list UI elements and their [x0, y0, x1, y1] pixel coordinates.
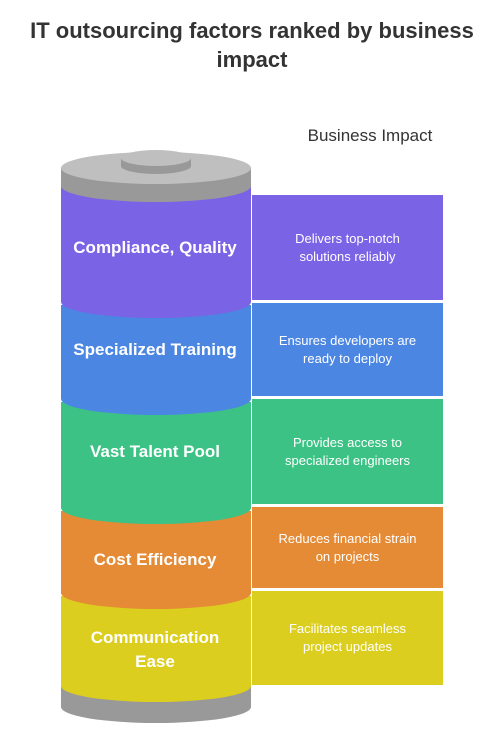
- top-cap-knob-top: [121, 150, 191, 166]
- impact-text-vast-talent-pool: Provides access to specialized engineers: [284, 434, 411, 468]
- impact-text-communication-ease: Facilitates seamless project updates: [288, 621, 407, 654]
- layer-1: [61, 185, 251, 318]
- layer-1-body: [61, 185, 251, 302]
- layer-label-compliance-quality: Compliance, Quality: [73, 238, 237, 257]
- layer-3: [61, 402, 251, 524]
- impact-text-cost-efficiency: Reduces financial strain on projects: [278, 530, 417, 564]
- layer-1-bottom: [61, 286, 251, 318]
- impact-text-compliance-quality: Delivers top-notch solutions reliably: [295, 230, 400, 264]
- impact-box-cost-efficiency: Reduces financial strain on projects: [252, 507, 443, 588]
- layer-3-body: [61, 402, 251, 508]
- impact-box-communication-ease: Facilitates seamless project updates: [252, 591, 443, 685]
- layer-label-specialized-training: Specialized Training: [73, 340, 237, 359]
- business-impact-header: Business Impact: [307, 126, 433, 145]
- layer-label-communication-ease: Communication Ease: [90, 628, 220, 671]
- layer-label-cost-efficiency: Cost Efficiency: [93, 550, 217, 569]
- layer-4: [61, 511, 251, 609]
- layer-4-bottom: [61, 577, 251, 609]
- layer-3-bottom: [61, 492, 251, 524]
- impact-text-specialized-training: Ensures developers are ready to deploy: [278, 332, 417, 366]
- impact-box-compliance-quality: Delivers top-notch solutions reliably: [252, 195, 443, 300]
- diagram-title: IT outsourcing factors ranked by busines…: [30, 18, 474, 72]
- layer-2: [61, 305, 251, 415]
- cylinder-top-cap: [61, 150, 251, 202]
- layer-2-bottom: [61, 383, 251, 415]
- impact-box-vast-talent-pool: Provides access to specialized engineers: [252, 399, 443, 504]
- impact-box-specialized-training: Ensures developers are ready to deploy: [252, 303, 443, 396]
- layer-5: [61, 596, 251, 702]
- layer-5-bottom: [61, 670, 251, 702]
- layer-label-vast-talent-pool: Vast Talent Pool: [89, 442, 221, 461]
